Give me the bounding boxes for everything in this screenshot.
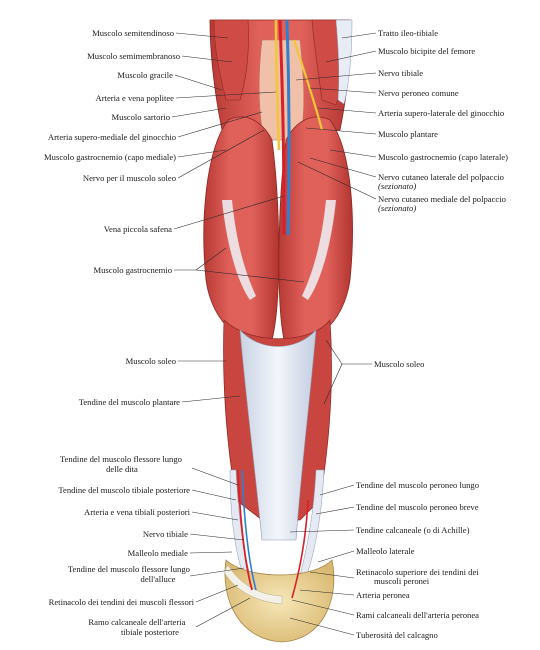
label-nervo-soleo: Nervo per il muscolo soleo	[83, 173, 176, 183]
label-tendine-flessore-dita-l1: Tendine del muscolo flessore lungo	[60, 454, 182, 464]
label-gastrocnemio-mediale: Muscolo gastrocnemio (capo mediale)	[44, 152, 176, 162]
label-tendine-calcaneale: Tendine calcaneale (o di Achille)	[356, 525, 470, 535]
label-nervo-tibiale-left: Nervo tibiale	[143, 529, 188, 539]
label-sartorio: Muscolo sartorio	[112, 112, 170, 122]
svg-text:Nervo cutaneo mediale del polp: Nervo cutaneo mediale del polpaccio (sez…	[378, 194, 508, 213]
svg-text:Tratto ileo-tibiale: Tratto ileo-tibiale	[378, 28, 438, 38]
label-tendine-tibiale-posteriore: Tendine del muscolo tibiale posteriore	[58, 485, 190, 495]
svg-text:Arteria supero-laterale del gi: Arteria supero-laterale del ginocchio	[378, 108, 504, 118]
svg-text:Malleolo mediale: Malleolo mediale	[128, 548, 189, 558]
svg-text:Muscolo sartorio: Muscolo sartorio	[112, 112, 170, 122]
label-nervo-tibiale-right: Nervo tibiale	[378, 68, 423, 78]
svg-text:Tendine del muscolo flessore l: Tendine del muscolo flessore lungo delle…	[60, 454, 184, 474]
svg-text:Tendine del muscolo flessore l: Tendine del muscolo flessore lungo dell'…	[68, 564, 192, 584]
label-arteria-supero-mediale: Arteria supero-mediale del ginocchio	[48, 132, 176, 142]
label-retinacolo-peronei-l2: muscoli peronei	[374, 576, 430, 586]
svg-text:Nervo cutaneo laterale del pol: Nervo cutaneo laterale del polpaccio (se…	[378, 172, 506, 191]
svg-text:Muscolo soleo: Muscolo soleo	[374, 359, 424, 369]
label-soleo-left: Muscolo soleo	[126, 356, 176, 366]
label-ramo-calcaneale-l1: Ramo calcaneale dell'arteria	[88, 617, 185, 627]
svg-text:Nervo tibiale: Nervo tibiale	[378, 68, 423, 78]
svg-text:Arteria supero-mediale del gin: Arteria supero-mediale del ginocchio	[48, 132, 176, 142]
svg-text:Malleolo laterale: Malleolo laterale	[356, 546, 415, 556]
svg-text:Nervo peroneo comune: Nervo peroneo comune	[378, 88, 459, 98]
label-tendine-plantare: Tendine del muscolo plantare	[79, 397, 180, 407]
label-soleo-right: Muscolo soleo	[374, 359, 424, 369]
label-gracile: Muscolo gracile	[117, 70, 173, 80]
label-ramo-calcaneale-l2: tibiale posteriore	[121, 627, 179, 637]
label-plantare: Muscolo plantare	[378, 129, 438, 139]
label-vena-piccola-safena: Vena piccola safena	[104, 224, 172, 234]
label-nervo-cutaneo-mediale-l2: (sezionato)	[378, 203, 416, 213]
svg-text:Muscolo gracile: Muscolo gracile	[117, 70, 173, 80]
label-tendine-peroneo-lungo: Tendine del muscolo peroneo lungo	[356, 480, 479, 490]
svg-text:Tendine del muscolo peroneo lu: Tendine del muscolo peroneo lungo	[356, 480, 479, 490]
svg-text:Muscolo gastrocnemio: Muscolo gastrocnemio	[93, 265, 172, 275]
label-tendine-peroneo-breve: Tendine del muscolo peroneo breve	[356, 502, 479, 512]
label-tuberosita-calcagno: Tuberosità del calcagno	[356, 630, 438, 640]
svg-text:Tendine del muscolo plantare: Tendine del muscolo plantare	[79, 397, 180, 407]
svg-text:Retinacolo superiore dei tendi: Retinacolo superiore dei tendini dei mus…	[356, 567, 481, 586]
labels-left: Muscolo semitendinoso Muscolo semimembra…	[44, 28, 195, 637]
svg-text:Ramo calcaneale dell'arteria: Ramo calcaneale dell'arteria tibiale pos…	[88, 617, 187, 637]
label-tendine-flessore-alluce-l2: dell'alluce	[141, 574, 176, 584]
label-malleolo-mediale: Malleolo mediale	[128, 548, 189, 558]
svg-text:Rami calcaneali dell'arteria p: Rami calcaneali dell'arteria peronea	[356, 610, 479, 620]
svg-text:Arteria e vena tibiali posteri: Arteria e vena tibiali posteriori	[84, 507, 191, 517]
label-rami-calcaneali: Rami calcaneali dell'arteria peronea	[356, 610, 479, 620]
label-arteria-vena-poplitee: Arteria e vena poplitee	[96, 93, 175, 103]
label-bicipite: Muscolo bicipite del femore	[378, 46, 475, 56]
label-semitendinoso: Muscolo semitendinoso	[92, 28, 174, 38]
label-semimembranoso: Muscolo semimembranoso	[87, 51, 180, 61]
svg-text:Muscolo plantare: Muscolo plantare	[378, 129, 438, 139]
svg-text:Tendine del muscolo peroneo br: Tendine del muscolo peroneo breve	[356, 502, 479, 512]
labels-right: Tratto ileo-tibiale Muscolo bicipite del…	[356, 28, 508, 640]
label-gastrocnemio-laterale: Muscolo gastrocnemio (capo laterale)	[378, 152, 508, 162]
svg-text:Muscolo semimembranoso: Muscolo semimembranoso	[87, 51, 180, 61]
svg-text:Nervo tibiale: Nervo tibiale	[143, 529, 188, 539]
label-arteria-vena-tibiali: Arteria e vena tibiali posteriori	[84, 507, 191, 517]
svg-text:Tuberosità del calcagno: Tuberosità del calcagno	[356, 630, 438, 640]
svg-text:Nervo per il muscolo soleo: Nervo per il muscolo soleo	[83, 173, 176, 183]
gastrocnemius-medial-head	[204, 117, 279, 342]
label-arteria-supero-laterale: Arteria supero-laterale del ginocchio	[378, 108, 504, 118]
label-retinacolo-flessori: Retinacolo dei tendini dei muscoli fless…	[49, 597, 195, 607]
label-tratto-ileo-tibiale: Tratto ileo-tibiale	[378, 28, 438, 38]
svg-text:Tendine calcaneale (o di Achil: Tendine calcaneale (o di Achille)	[356, 525, 470, 535]
svg-text:Muscolo soleo: Muscolo soleo	[126, 356, 176, 366]
svg-text:Arteria e vena poplitee: Arteria e vena poplitee	[96, 93, 175, 103]
label-arteria-peronea: Arteria peronea	[356, 590, 410, 600]
svg-text:Vena piccola safena: Vena piccola safena	[104, 224, 172, 234]
iliotibial-tract	[336, 20, 352, 104]
svg-text:Tendine del muscolo tibiale po: Tendine del muscolo tibiale posteriore	[58, 485, 190, 495]
svg-text:Muscolo semitendinoso: Muscolo semitendinoso	[92, 28, 174, 38]
svg-text:Muscolo gastrocnemio (capo lat: Muscolo gastrocnemio (capo laterale)	[378, 152, 508, 162]
svg-text:Muscolo gastrocnemio (capo med: Muscolo gastrocnemio (capo mediale)	[44, 152, 176, 162]
label-tendine-flessore-dita-l2: delle dita	[106, 464, 138, 474]
svg-text:Muscolo bicipite del femore: Muscolo bicipite del femore	[378, 46, 475, 56]
label-nervo-cutaneo-laterale-l2: (sezionato)	[378, 181, 416, 191]
svg-text:Arteria peronea: Arteria peronea	[356, 590, 410, 600]
label-malleolo-laterale: Malleolo laterale	[356, 546, 415, 556]
label-tendine-flessore-alluce-l1: Tendine del muscolo flessore lungo	[68, 564, 190, 574]
svg-text:Retinacolo dei tendini dei mus: Retinacolo dei tendini dei muscoli fless…	[49, 597, 195, 607]
label-gastrocnemio: Muscolo gastrocnemio	[93, 265, 172, 275]
label-nervo-peroneo-comune: Nervo peroneo comune	[378, 88, 459, 98]
